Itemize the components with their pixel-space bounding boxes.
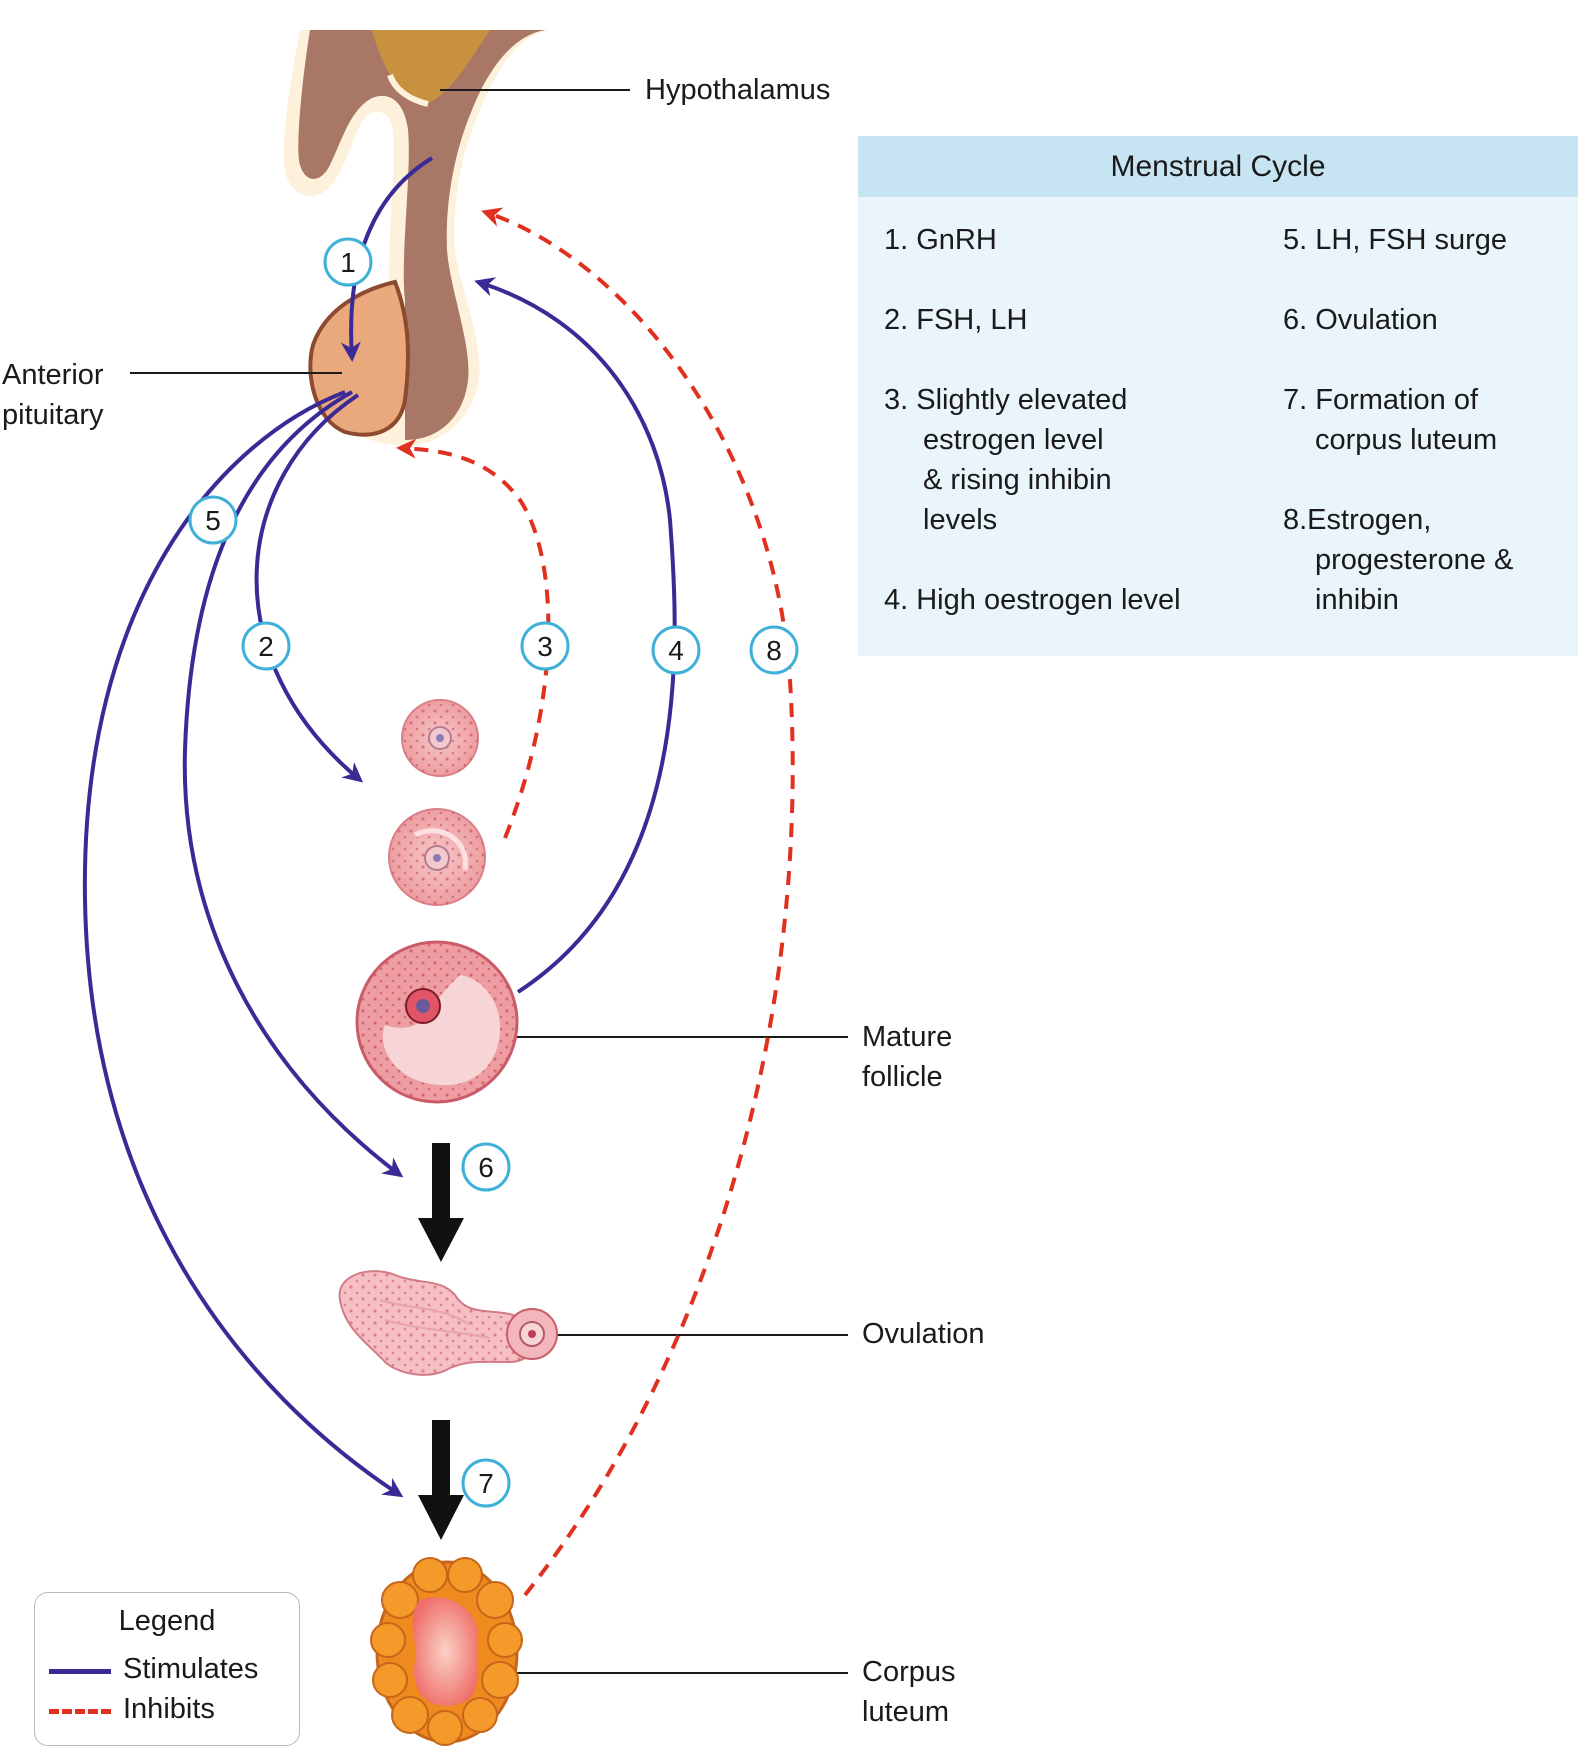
panel-item-6: 6. Ovulation [1283, 304, 1438, 336]
step-marker-6: 6 [461, 1142, 511, 1192]
svg-text:7: 7 [478, 1468, 494, 1499]
hypothalamus-label: Hypothalamus [645, 74, 831, 106]
svg-text:8: 8 [766, 635, 782, 666]
menstrual-cycle-panel: Menstrual Cycle 1. GnRH 2. FSH, LH 3. Sl… [858, 136, 1578, 656]
mature-follicle-illustration [355, 940, 519, 1104]
step-marker-4: 4 [651, 625, 701, 675]
panel-item-3-line3: & rising inhibin [923, 464, 1112, 496]
panel-item-5: 5. LH, FSH surge [1283, 224, 1508, 256]
process-arrow-7 [418, 1420, 464, 1540]
legend-stimulates: Stimulates [49, 1649, 294, 1689]
svg-text:3: 3 [537, 631, 553, 662]
svg-text:1: 1 [340, 247, 356, 278]
step-marker-2: 2 [241, 621, 291, 671]
panel-item-2: 2. FSH, LH [884, 304, 1028, 336]
mature-follicle-label-line2: follicle [862, 1061, 943, 1093]
svg-text:6: 6 [478, 1152, 494, 1183]
svg-text:2: 2 [258, 631, 274, 662]
arrow-2-fsh-lh [254, 393, 364, 783]
panel-item-8-line3: inhibin [1315, 584, 1399, 616]
legend-title: Legend [118, 1605, 216, 1637]
step-markers: 1 5 2 3 4 8 6 7 [188, 237, 799, 1508]
legend: Legend Stimulates Inhibits [34, 1592, 300, 1746]
anterior-pituitary-label-line1: Anterior [2, 359, 104, 391]
svg-text:5: 5 [205, 505, 221, 536]
arrow-5-surge-to-corpus-luteum [82, 390, 404, 1498]
step-marker-5: 5 [188, 495, 238, 545]
legend-stimulates-label: Stimulates [123, 1653, 259, 1685]
panel-item-7-line2: corpus luteum [1315, 424, 1498, 456]
legend-inhibits-label: Inhibits [123, 1693, 215, 1725]
arrow-5-surge-to-ovulation [182, 390, 404, 1178]
arrow-3-inhibit [396, 438, 551, 839]
anterior-pituitary-label-line2: pituitary [2, 399, 104, 431]
corpus-luteum-label-line2: luteum [862, 1696, 950, 1728]
legend-inhibits: Inhibits [49, 1689, 294, 1729]
arrow-8-inhibit [481, 207, 795, 1597]
step-marker-8: 8 [749, 625, 799, 675]
legend-solid-line [49, 1669, 111, 1674]
arrow-4-high-estrogen [474, 277, 677, 994]
panel-item-4: 4. High oestrogen level [884, 584, 1181, 616]
panel-item-3-line2: estrogen level [923, 424, 1104, 456]
corpus-luteum-illustration [370, 1557, 523, 1746]
arrow-1-gnrh [340, 156, 434, 362]
leader-lines [130, 89, 848, 1674]
svg-text:4: 4 [668, 635, 684, 666]
secondary-follicle [388, 808, 486, 906]
panel-item-8-line2: progesterone & [1315, 544, 1514, 576]
process-arrow-6 [418, 1143, 464, 1262]
primary-follicle [401, 699, 479, 777]
panel-item-7-line1: 7. Formation of [1283, 384, 1479, 416]
anterior-pituitary-illustration [308, 279, 410, 437]
legend-dashed-line [49, 1709, 111, 1714]
step-marker-7: 7 [461, 1458, 511, 1508]
panel-item-3-line4: levels [923, 504, 998, 536]
step-marker-3: 3 [520, 621, 570, 671]
ovulation-illustration [338, 1270, 558, 1376]
panel-item-8-line1: 8.Estrogen, [1283, 504, 1432, 536]
panel-title: Menstrual Cycle [858, 136, 1578, 197]
panel-item-1: 1. GnRH [884, 224, 997, 256]
ovulation-label: Ovulation [862, 1318, 985, 1350]
mature-follicle-label-line1: Mature [862, 1021, 953, 1053]
step-marker-1: 1 [323, 237, 373, 287]
panel-item-3-line1: 3. Slightly elevated [884, 384, 1128, 416]
corpus-luteum-label-line1: Corpus [862, 1656, 956, 1688]
